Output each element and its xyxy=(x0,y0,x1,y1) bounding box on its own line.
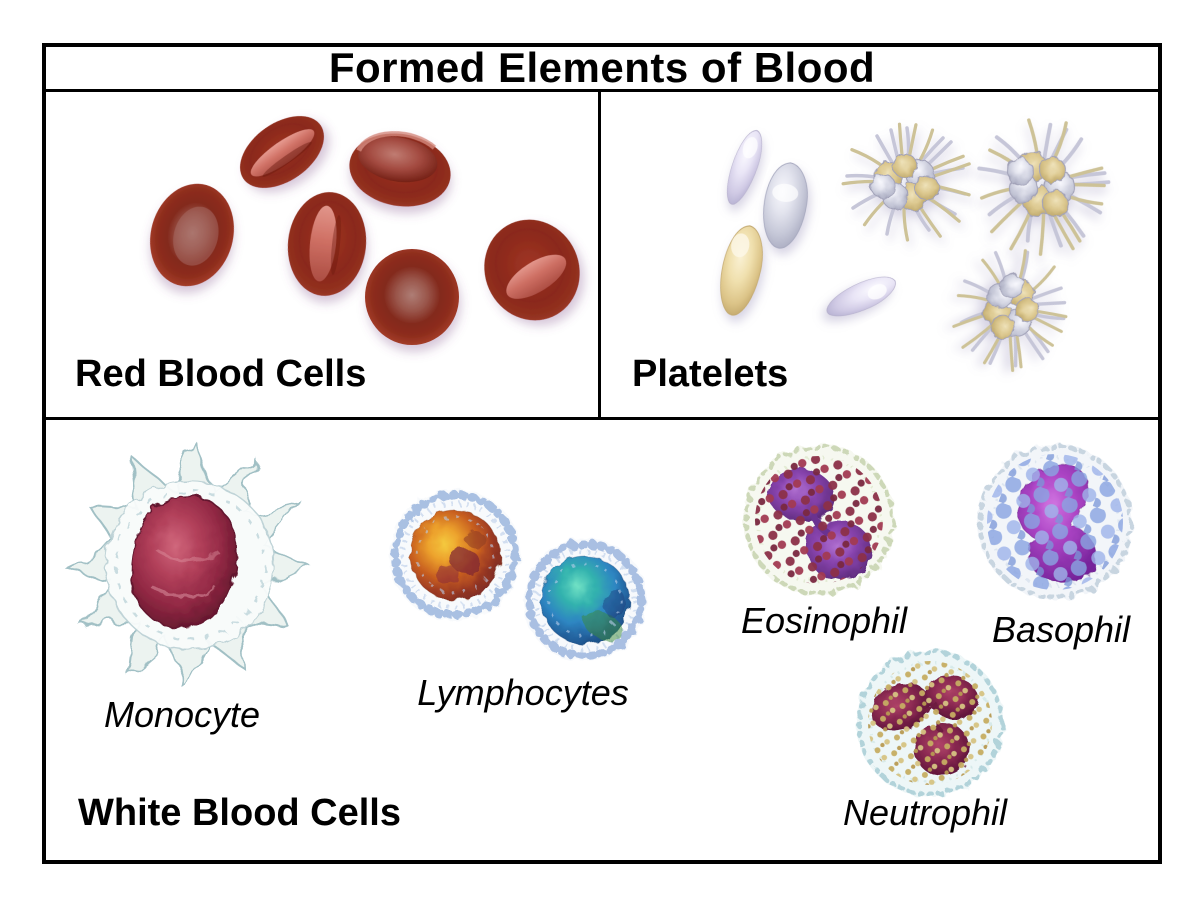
red-blood-cell-6 xyxy=(484,219,580,321)
horizontal-divider-line xyxy=(46,417,1158,420)
smooth-platelet-3 xyxy=(714,221,769,320)
activated-platelet-1 xyxy=(823,101,991,262)
neutrophil-label: Neutrophil xyxy=(842,792,1008,833)
figure-inner: Formed Elements of Blood xyxy=(46,47,1158,860)
eosinophil-illustration xyxy=(743,444,895,596)
basophil-illustration xyxy=(977,444,1133,600)
smooth-platelet-4 xyxy=(821,268,902,326)
white-blood-cells-label: White Blood Cells xyxy=(78,792,401,834)
platelets-label: Platelets xyxy=(632,353,789,395)
smooth-platelet-1 xyxy=(720,126,769,209)
neutrophil-illustration xyxy=(856,649,1004,797)
lymphocyte-2-illustration xyxy=(523,538,647,662)
activated-platelet-2 xyxy=(953,94,1133,272)
red-blood-cell-1 xyxy=(240,116,324,188)
panel-red-blood-cells: Red Blood Cells xyxy=(46,92,598,417)
panel-white-blood-cells: Monocyte Lymphocytes Eosinophil Basophil… xyxy=(46,420,1150,852)
platelets-illustration xyxy=(714,94,1133,393)
red-blood-cell-4 xyxy=(287,192,367,296)
title-divider-line xyxy=(46,89,1158,92)
red-blood-cell-5 xyxy=(365,249,459,345)
red-blood-cell-2 xyxy=(349,131,451,207)
panel-platelets: Platelets xyxy=(601,92,1150,417)
red-blood-cells-illustration xyxy=(150,116,580,345)
lymphocytes-label: Lymphocytes xyxy=(417,672,629,713)
red-blood-cells-label: Red Blood Cells xyxy=(75,353,367,395)
eosinophil-label: Eosinophil xyxy=(740,600,908,641)
red-blood-cell-3 xyxy=(150,183,234,287)
figure-title: Formed Elements of Blood xyxy=(328,44,876,91)
basophil-label: Basophil xyxy=(991,609,1131,650)
monocyte-illustration xyxy=(63,436,311,690)
lymphocyte-1-illustration xyxy=(389,489,521,621)
figure-frame: Formed Elements of Blood xyxy=(42,43,1162,864)
smooth-platelet-2 xyxy=(759,160,812,251)
monocyte-label: Monocyte xyxy=(103,694,261,735)
white-blood-cells-illustration xyxy=(63,436,1133,797)
vertical-divider-line xyxy=(598,92,601,417)
